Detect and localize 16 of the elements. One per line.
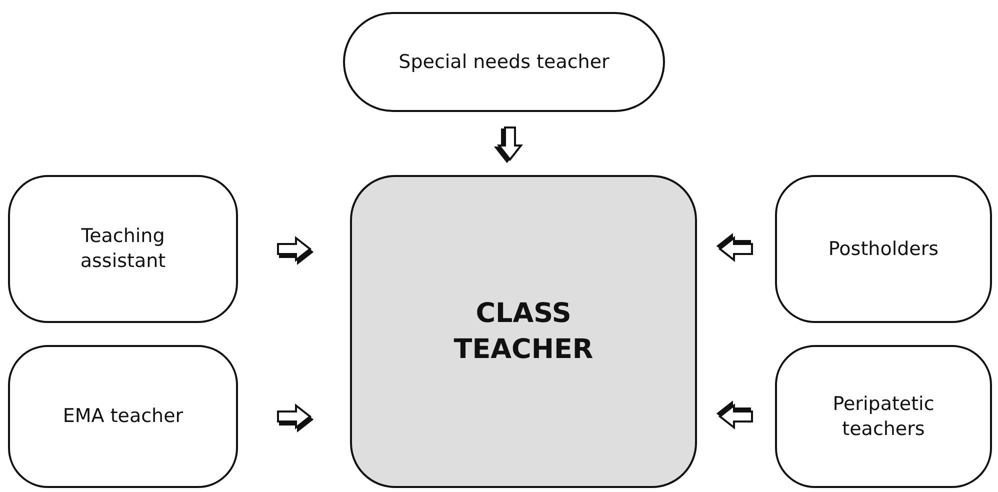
node-label: EMA teacher xyxy=(62,404,184,429)
central-rounded-box xyxy=(350,175,697,488)
node-label: Peripatetic teachers xyxy=(832,392,936,442)
rounded-box xyxy=(775,345,992,488)
rounded-box xyxy=(775,175,992,323)
node-label: CLASS TEACHER xyxy=(452,297,594,366)
block-arrow xyxy=(494,126,524,164)
block-arrow xyxy=(277,403,314,433)
rounded-box xyxy=(8,175,238,323)
node-label: Teaching assistant xyxy=(79,224,167,274)
block-arrow xyxy=(716,400,753,430)
node-label: Special needs teacher xyxy=(398,50,610,74)
block-arrow xyxy=(277,236,314,266)
rounded-box xyxy=(8,345,238,488)
node-label: Postholders xyxy=(828,236,939,262)
block-arrow xyxy=(716,232,753,262)
